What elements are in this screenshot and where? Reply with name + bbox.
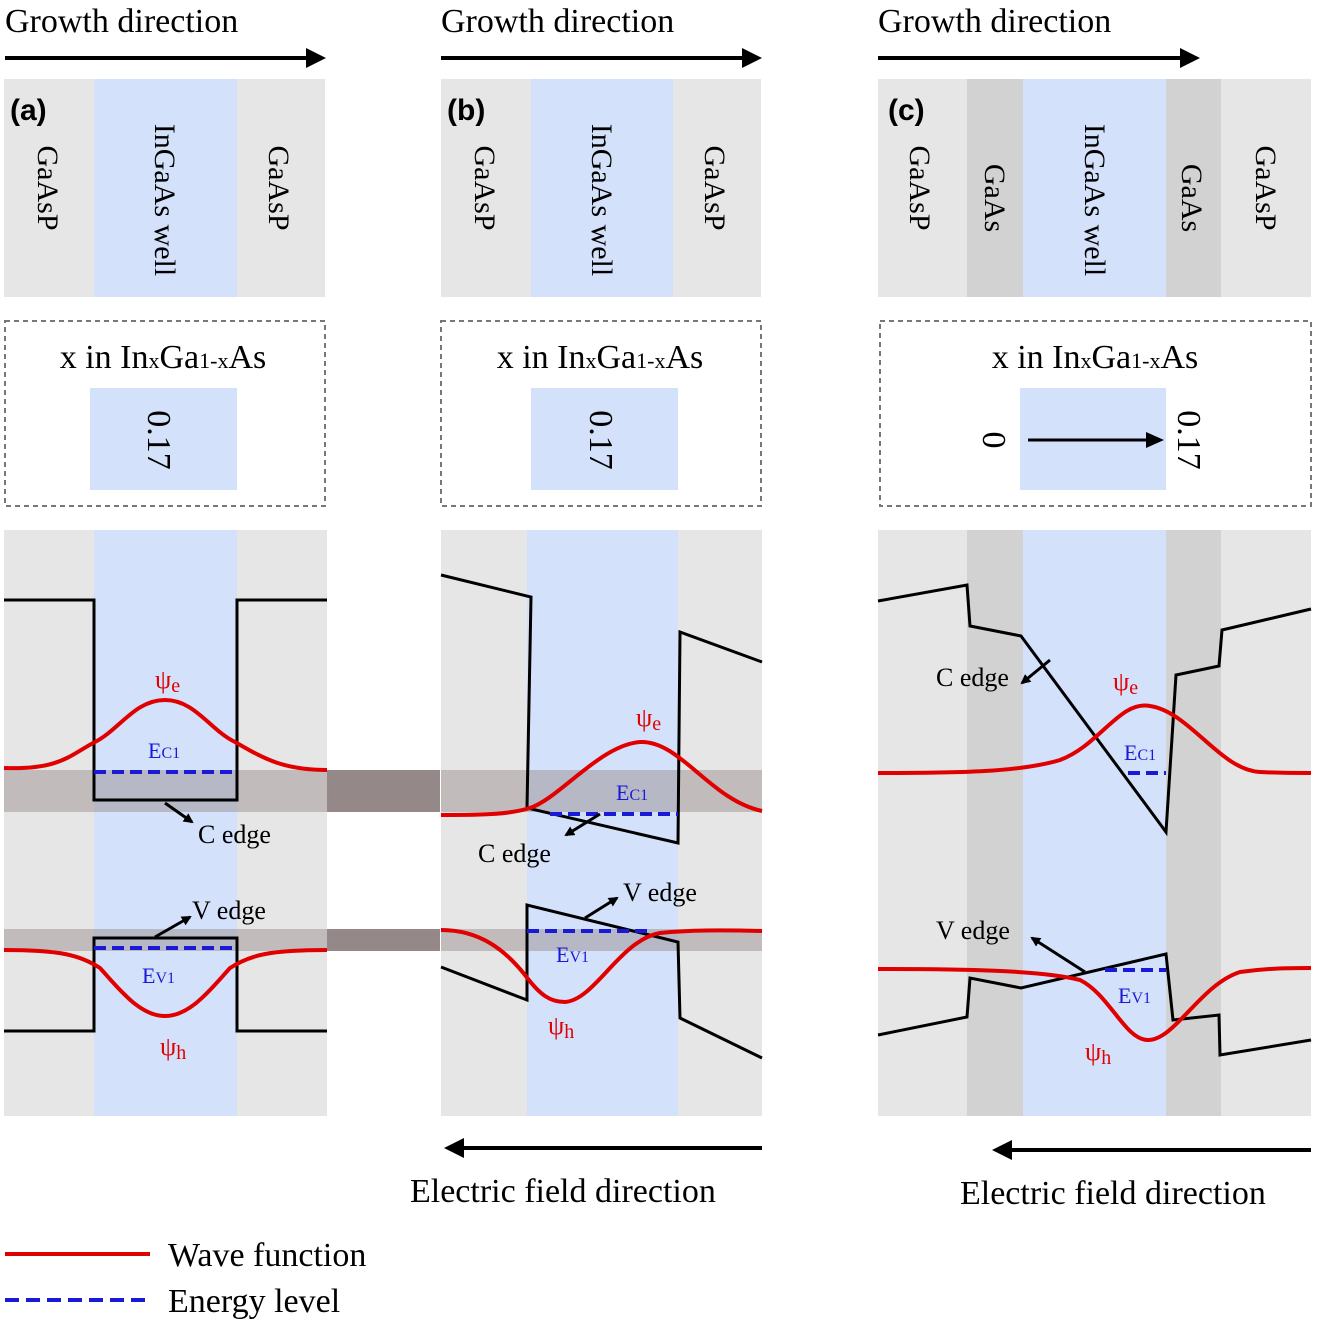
growth-direction-label-b: Growth direction (441, 3, 674, 40)
valence-edge-a (4, 936, 327, 1033)
layer-text-gaasp-a2: GaAsP (262, 145, 295, 230)
layer-well-a (94, 79, 237, 297)
psi-e-c: ψe (1113, 667, 1138, 699)
conduction-edge-a (4, 598, 327, 802)
c-edge-arrow-c (1020, 658, 1051, 685)
layer-gaas-right-c (1166, 79, 1221, 297)
valence-edge-c (877, 952, 1312, 1057)
band-bg-left-b (441, 530, 527, 1116)
v-edge-arrow-a (154, 915, 192, 939)
growth-arrowhead-b (742, 48, 762, 68)
layer-text-well-a: InGaAs well (148, 124, 181, 276)
valence-edge-b (440, 903, 763, 1060)
layer-text-gaasp-c2: GaAsP (1249, 145, 1282, 230)
layer-text-gaasp-c1: GaAsP (903, 145, 936, 230)
band-bg-right-c (1221, 530, 1311, 1116)
panel-label-b: (b) (447, 94, 485, 127)
field-label-c: Electric field direction (960, 1175, 1266, 1212)
field-label-b: Electric field direction (410, 1173, 716, 1210)
layer-text-gaas-c1: GaAs (978, 164, 1011, 232)
layer-text-gaas-c2: GaAs (1175, 164, 1208, 232)
electron-wave-b (440, 739, 763, 817)
growth-arrowhead-a (306, 48, 326, 68)
layer-text-well-c: InGaAs well (1078, 124, 1111, 276)
band-bg-well-c (1023, 530, 1166, 1116)
band-bg-left-c (878, 530, 967, 1116)
layer-gaasp-right-b (673, 79, 761, 297)
composition-value-a: 0.17 (140, 410, 177, 470)
v-edge-arrow-c (1030, 936, 1086, 974)
hole-wave-c (877, 966, 1312, 1043)
panel-label-a: (a) (10, 94, 47, 127)
legend-level-label: Energy level (168, 1283, 340, 1320)
layer-gaas-left-c (967, 79, 1023, 297)
composition-title-b: x in InxGa1-xAs (497, 339, 704, 376)
layer-text-gaasp-b2: GaAsP (698, 145, 731, 230)
panel-b: Growth direction (b) GaAsP InGaAs well G… (410, 3, 763, 1210)
conduction-edge-c (877, 583, 1312, 837)
composition-value-b: 0.17 (582, 410, 619, 470)
electron-wave-a (3, 697, 328, 772)
growth-arrowhead-c (1180, 48, 1200, 68)
layer-gaasp-left-a (4, 79, 94, 297)
c-edge-arrow-b (564, 812, 601, 837)
v-edge-label-b: V edge (623, 878, 697, 907)
band-bg-left-a (4, 530, 94, 1116)
panel-a: Growth direction (a) GaAsP InGaAs well G… (3, 3, 328, 1116)
legend-wave-label: Wave function (168, 1237, 366, 1274)
growth-direction-label-a: Growth direction (5, 3, 238, 40)
ev1-label-b: EV1 (556, 942, 589, 967)
conduction-band-strip-a (4, 770, 327, 812)
c-edge-label-b: C edge (478, 839, 551, 868)
legend: Wave function Energy level (5, 1237, 366, 1320)
composition-title-a: x in InxGa1-xAs (60, 339, 267, 376)
growth-direction-label-c: Growth direction (878, 3, 1111, 40)
valence-band-strip-a (4, 929, 327, 951)
band-bg-right-b (678, 530, 762, 1116)
hole-wave-b (440, 928, 763, 1005)
valence-connector (327, 929, 440, 951)
v-edge-label-a: V edge (192, 896, 266, 925)
hole-wave-a (3, 948, 328, 1019)
composition-gradient-arrowhead-c (1146, 432, 1164, 448)
valence-band-strip-b (441, 929, 762, 951)
layer-well-b (531, 79, 673, 297)
conduction-band-strip-b (441, 770, 762, 812)
panel-label-c: (c) (888, 94, 925, 127)
c-edge-label-c: C edge (936, 663, 1009, 692)
composition-well-b (531, 388, 678, 490)
conduction-connector (327, 770, 440, 812)
band-bg-well-a (94, 530, 237, 1116)
field-arrowhead-c (992, 1140, 1012, 1160)
layer-gaasp-right-a (237, 79, 325, 297)
composition-well-a (90, 388, 237, 490)
band-bg-well-b (527, 530, 678, 1116)
v-edge-arrow-b (584, 896, 619, 920)
v-edge-label-c: V edge (936, 916, 1010, 945)
layer-gaasp-left-b (441, 79, 531, 297)
composition-box-c (879, 320, 1312, 507)
layer-gaasp-left-c (878, 79, 967, 297)
c-edge-label-a: C edge (198, 820, 271, 849)
c-edge-arrow-a (164, 801, 194, 824)
layer-text-gaasp-a1: GaAsP (31, 145, 64, 230)
composition-title-c: x in InxGa1-xAs (992, 339, 1199, 376)
conduction-edge-b (440, 573, 763, 845)
layer-text-well-b: InGaAs well (585, 124, 618, 276)
electron-wave-c (877, 703, 1312, 775)
field-arrowhead-b (444, 1138, 464, 1158)
panel-c: Growth direction (c) GaAsP GaAs InGaAs w… (877, 3, 1312, 1212)
layer-gaasp-right-c (1221, 79, 1311, 297)
band-bg-gaas-left-c (967, 530, 1023, 1116)
composition-end-c: 0.17 (1170, 410, 1207, 470)
layer-well-c (1023, 79, 1166, 297)
composition-start-c: 0 (975, 432, 1012, 449)
layer-text-gaasp-b1: GaAsP (468, 145, 501, 230)
band-bg-right-a (237, 530, 327, 1116)
